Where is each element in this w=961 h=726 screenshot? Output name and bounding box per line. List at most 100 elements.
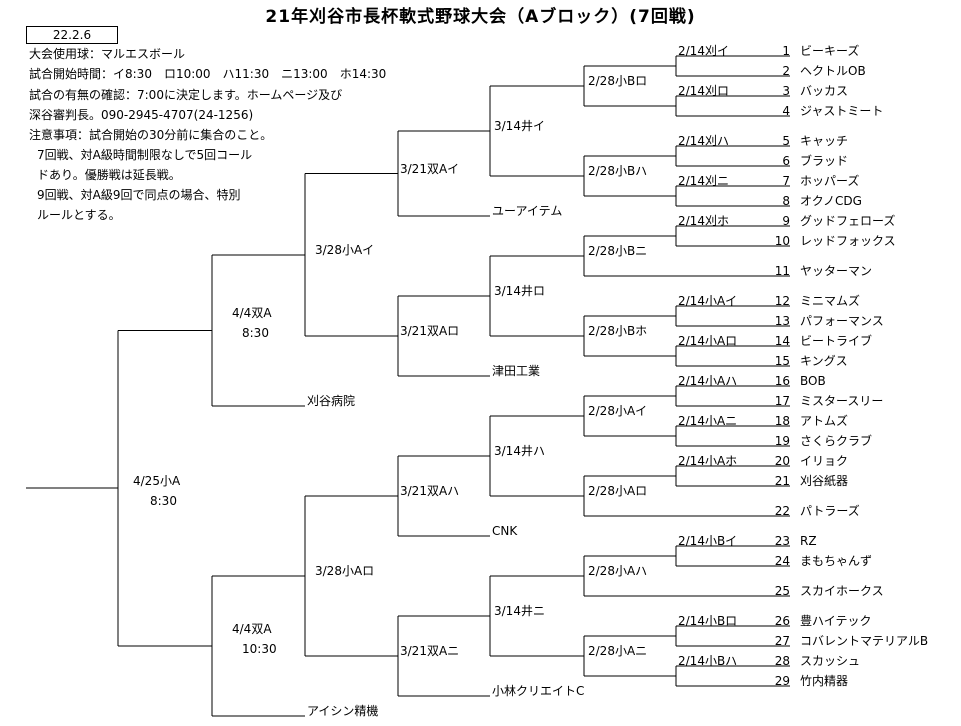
team-name: イリョク	[800, 454, 849, 468]
team-number: 29	[774, 674, 790, 688]
round5-label: 3/28小Aイ	[315, 242, 375, 257]
team-name: ヤッターマン	[800, 264, 873, 278]
round2-label: 2/28小Bハ	[588, 164, 648, 178]
round6-label: 4/4双A	[232, 622, 272, 636]
team-number: 26	[774, 614, 790, 628]
info-rule-9b: ルールとする。	[37, 208, 121, 222]
seeded-team: 刈谷病院	[307, 394, 356, 408]
team-number: 19	[774, 434, 790, 448]
round1-label: 2/14小Aニ	[678, 414, 738, 428]
round1-label: 2/14小Bハ	[678, 654, 738, 668]
team-name: まもちゃんず	[800, 554, 873, 568]
info-rule-7b: ドあり。優勝戦は延長戦。	[37, 168, 181, 182]
team-name: 豊ハイテック	[800, 614, 872, 628]
team-number: 1	[782, 44, 790, 58]
round2-label: 2/28小Bニ	[588, 244, 648, 258]
team-number: 14	[774, 334, 790, 348]
team-name: RZ	[800, 534, 817, 548]
round1-label: 2/14小Aロ	[678, 334, 738, 348]
date-box: 22.2.6	[26, 26, 118, 44]
round2-label: 2/28小Aイ	[588, 404, 648, 418]
info-umpire: 深谷審判長。090-2945-4707(24-1256)	[29, 108, 254, 122]
round1-label: 2/14小Bイ	[678, 534, 738, 548]
team-name: ミニマムズ	[800, 294, 861, 308]
team-number: 9	[782, 214, 790, 228]
team-number: 21	[774, 474, 790, 488]
team-name: スカッシュ	[800, 654, 861, 668]
round2-label: 2/28小Aニ	[588, 644, 648, 658]
team-name: さくらクラブ	[800, 434, 873, 448]
team-number: 12	[774, 294, 790, 308]
round1-label: 2/14刈ニ	[678, 174, 729, 188]
round4-label: 3/21双Aロ	[400, 324, 460, 338]
round1-label: 2/14小Aハ	[678, 374, 738, 388]
team-number: 15	[774, 354, 790, 368]
info-ball: 大会使用球：マルエスボール	[29, 47, 186, 61]
team-name: パトラーズ	[800, 504, 860, 518]
team-name: ミスタースリー	[800, 394, 884, 408]
team-name: ビートライブ	[800, 334, 873, 348]
round1-label: 2/14刈ロ	[678, 84, 729, 98]
round6-time: 10:30	[242, 642, 277, 656]
team-number: 23	[774, 534, 790, 548]
info-confirmation: 試合の有無の確認：7:00に決定します。ホームページ及び	[29, 88, 343, 102]
team-number: 11	[774, 264, 790, 278]
team-name: レッドフォックス	[800, 234, 896, 248]
team-name: ジャストミート	[800, 104, 884, 118]
team-name: 竹内精器	[800, 674, 849, 688]
team-number: 5	[782, 134, 790, 148]
team-name: 刈谷紙器	[800, 474, 849, 488]
team-name: ヘクトルOB	[800, 64, 866, 78]
team-number: 8	[782, 194, 790, 208]
team-number: 20	[774, 454, 790, 468]
team-number: 16	[774, 374, 790, 388]
team-name: ブラッド	[800, 154, 849, 168]
team-number: 7	[782, 174, 790, 188]
round2-label: 2/28小Bロ	[588, 74, 648, 88]
team-name: アトムズ	[800, 414, 849, 428]
round2-label: 2/28小Aロ	[588, 484, 648, 498]
round3-label: 3/14井イ	[494, 119, 545, 133]
team-name: バッカス	[800, 84, 849, 98]
team-name: コバレントマテリアルB	[800, 634, 929, 648]
seeded-team: ユーアイテム	[492, 204, 563, 218]
team-name: パフォーマンス	[800, 314, 884, 328]
round1-label: 2/14刈ホ	[678, 214, 729, 228]
final-time: 8:30	[150, 494, 177, 509]
round3-label: 3/14井ニ	[494, 604, 545, 618]
round4-label: 3/21双Aイ	[400, 161, 460, 176]
round3-label: 3/14井ロ	[494, 284, 545, 298]
team-number: 25	[774, 584, 790, 598]
round1-label: 2/14刈ハ	[678, 134, 729, 148]
seeded-team: アイシン精機	[307, 704, 379, 718]
team-name: スカイホークス	[800, 584, 884, 598]
team-name: グッドフェローズ	[800, 214, 896, 228]
team-number: 27	[774, 634, 790, 648]
team-name: キャッチ	[800, 134, 849, 148]
team-number: 3	[782, 84, 790, 98]
final-label: 4/25小A	[133, 474, 181, 489]
round2-label: 2/28小Bホ	[588, 324, 648, 338]
team-number: 17	[774, 394, 790, 408]
team-number: 18	[774, 414, 790, 428]
team-name: オクノCDG	[800, 194, 862, 208]
team-name: キングス	[800, 354, 848, 368]
seeded-team: 津田工業	[492, 364, 541, 378]
round4-label: 3/21双Aハ	[400, 484, 460, 498]
round1-label: 2/14小Aイ	[678, 294, 738, 308]
round1-label: 2/14刈イ	[678, 44, 729, 58]
team-number: 13	[774, 314, 790, 328]
round6-time: 8:30	[242, 326, 269, 341]
team-name: BOB	[800, 374, 826, 388]
round5-label: 3/28小Aロ	[315, 564, 375, 578]
info-start-times: 試合開始時間：イ8:30 ロ10:00 ハ11:30 ニ13:00 ホ14:30	[29, 67, 387, 81]
team-number: 2	[782, 64, 790, 78]
seeded-team: CNK	[492, 524, 518, 538]
round1-label: 2/14小Bロ	[678, 614, 738, 628]
team-number: 4	[782, 104, 790, 118]
team-number: 6	[782, 154, 790, 168]
round4-label: 3/21双Aニ	[400, 644, 460, 658]
team-number: 10	[774, 234, 790, 248]
seeded-team: 小林クリエイトC	[492, 684, 585, 698]
